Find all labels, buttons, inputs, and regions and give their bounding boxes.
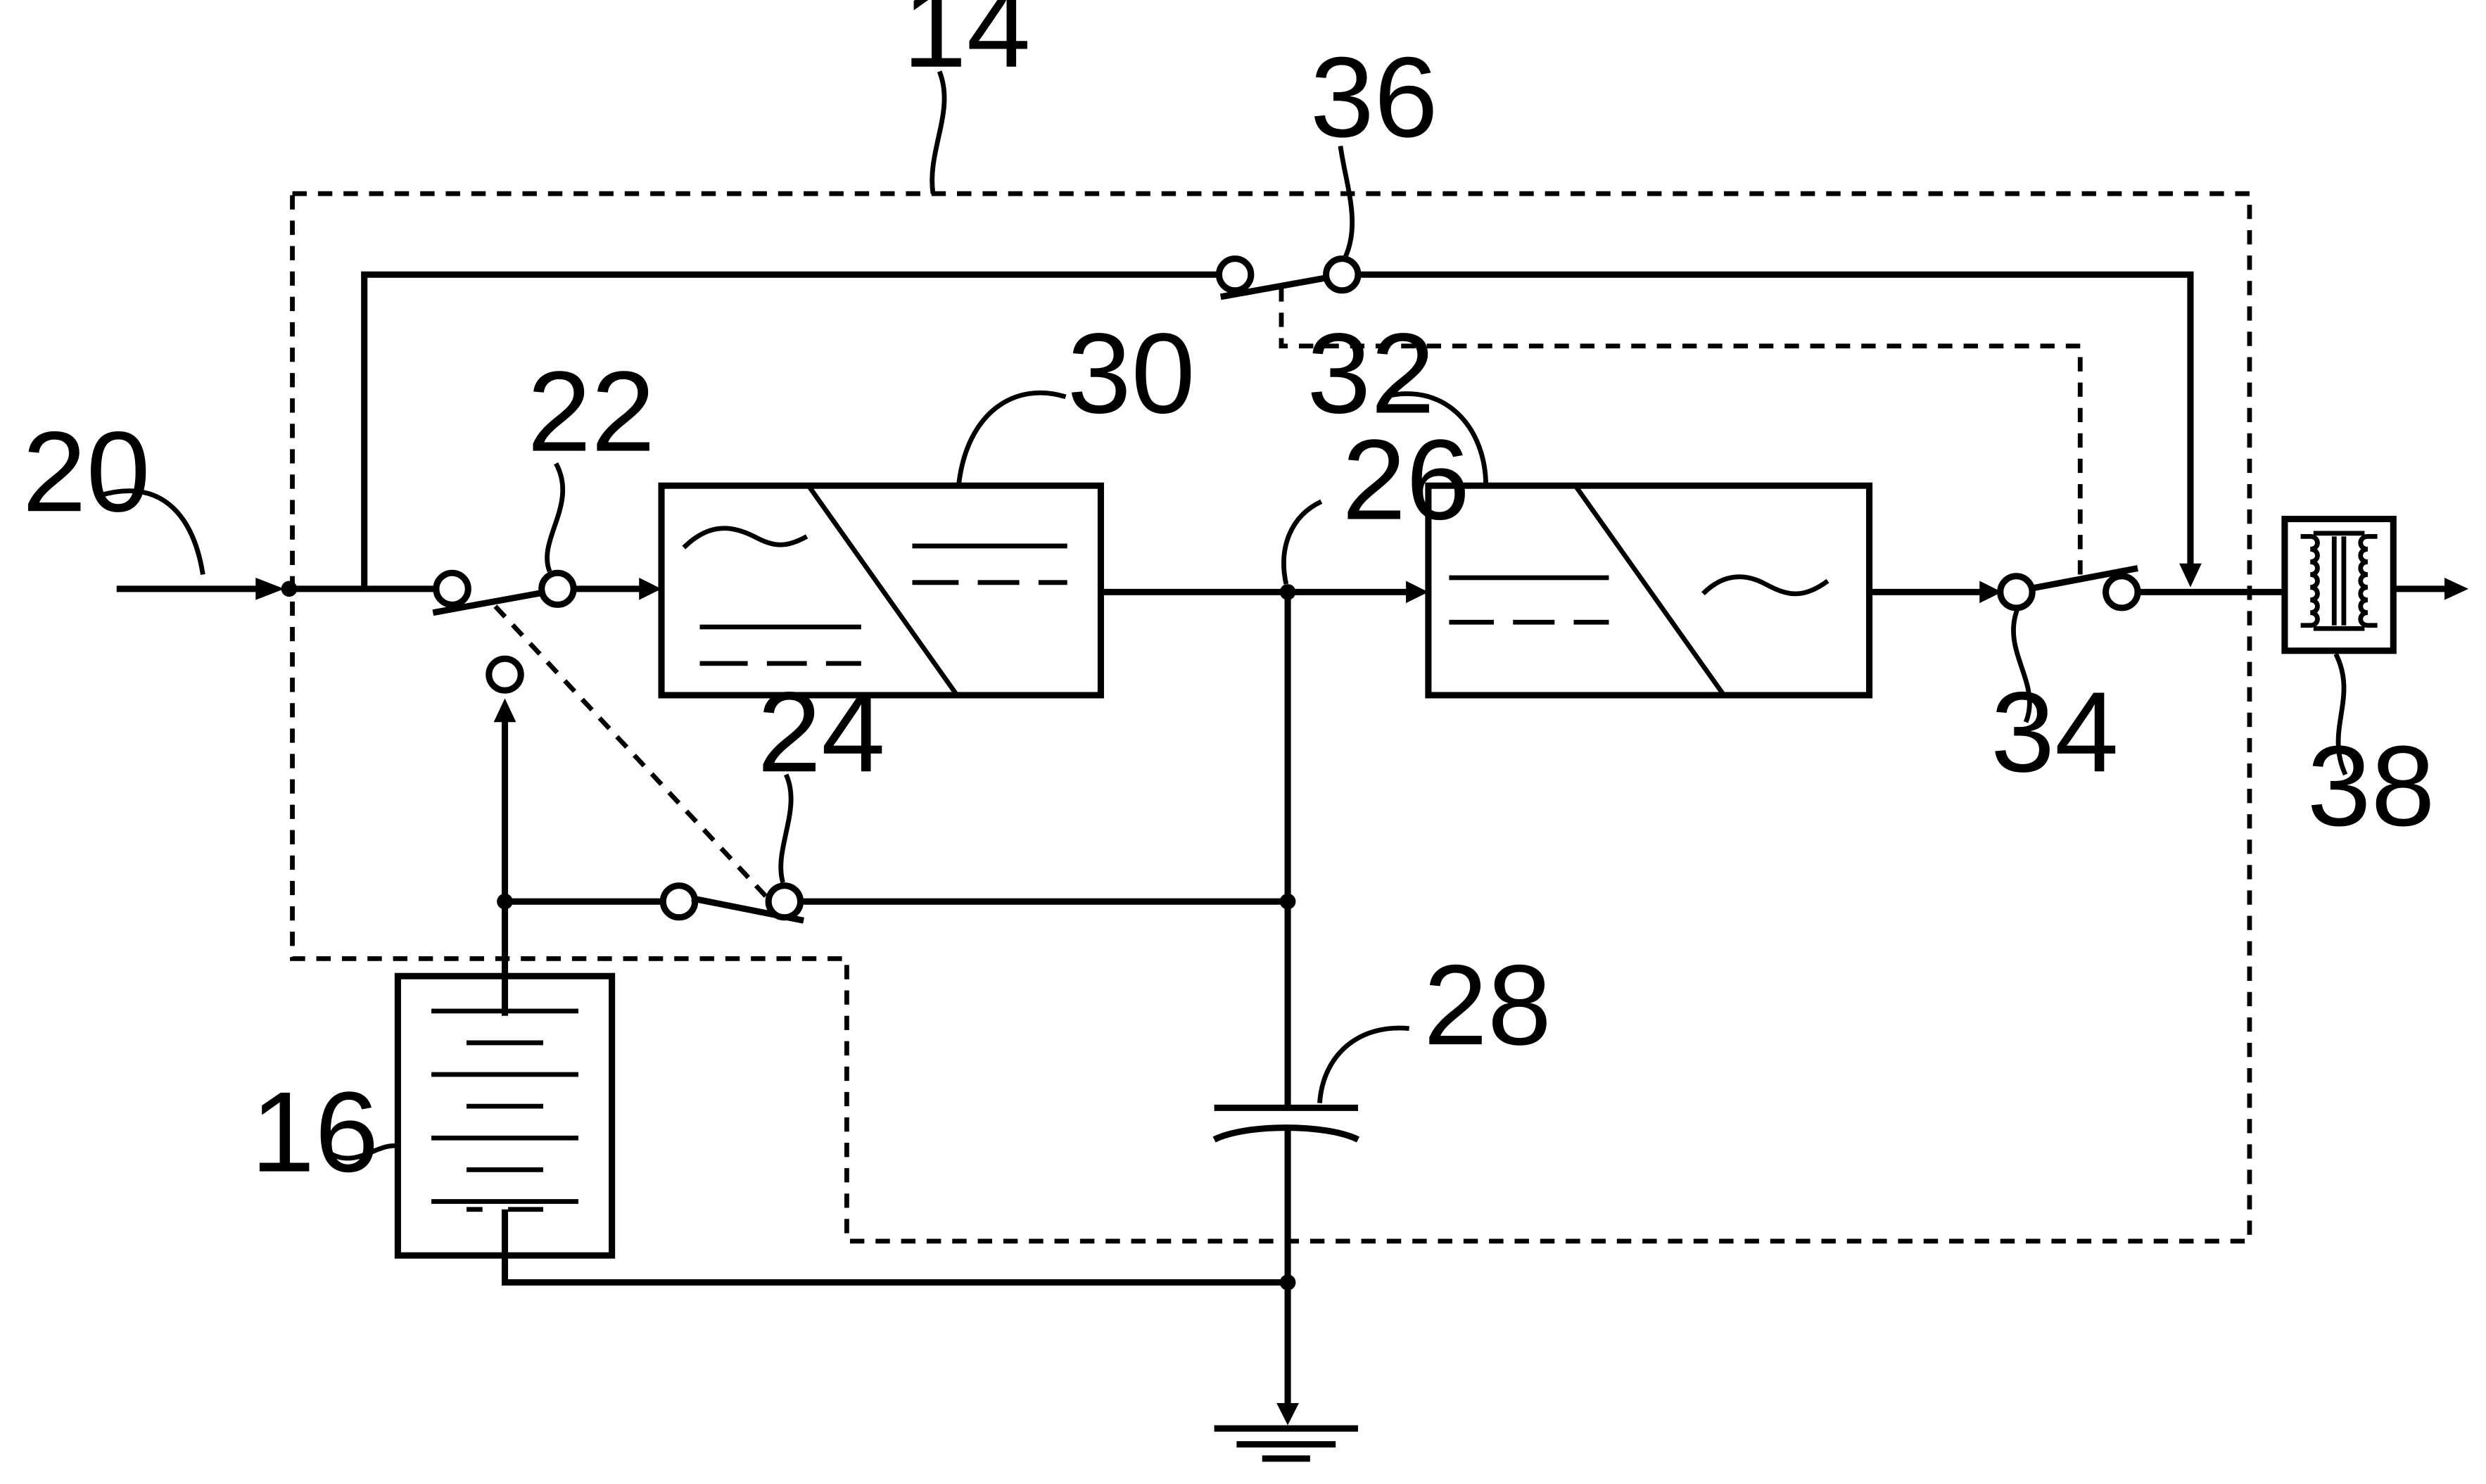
switch-22-terminal-lower[interactable] <box>489 659 521 690</box>
label-30: 30 <box>1067 309 1196 437</box>
label-22: 22 <box>527 347 655 475</box>
rectifier-input-arrow <box>639 578 661 600</box>
final-output-arrow <box>2444 578 2468 600</box>
leader-22 <box>547 464 563 571</box>
inverter-ac-symbol <box>1703 577 1827 594</box>
label-16: 16 <box>250 1067 379 1196</box>
switch-36-terminal-right[interactable] <box>1326 259 1358 291</box>
battery-feed-arrow <box>494 698 516 722</box>
label-28: 28 <box>1423 941 1552 1069</box>
input-arrow <box>255 578 284 600</box>
ground-arrow <box>1276 1403 1299 1426</box>
label-38: 38 <box>2307 721 2435 849</box>
label-34: 34 <box>1991 668 2119 796</box>
label-20: 20 <box>23 407 151 535</box>
leader-30 <box>958 393 1065 486</box>
linkage-22-24 <box>495 607 780 911</box>
switch-36-terminal-left[interactable] <box>1219 259 1250 291</box>
leader-26 <box>1283 502 1321 584</box>
switch-34-terminal-left[interactable] <box>2000 576 2032 608</box>
inverter-input-arrow <box>1406 581 1428 604</box>
switch-24-terminal-right[interactable] <box>768 886 800 918</box>
label-36: 36 <box>1310 32 1438 160</box>
rectifier-ac-symbol <box>684 528 807 547</box>
label-24: 24 <box>757 668 885 796</box>
label-14: 14 <box>903 0 1031 91</box>
leader-28 <box>1319 1028 1409 1103</box>
battery-ground-line <box>505 1210 1288 1283</box>
bypass-arrow <box>2179 564 2202 588</box>
switch-22-terminal-left[interactable] <box>436 573 468 604</box>
inverter-diagonal <box>1575 486 1724 695</box>
transformer-primary-coil <box>2301 536 2318 625</box>
bypass-line-right <box>1358 274 2190 568</box>
label-26: 26 <box>1342 415 1470 543</box>
leader-36 <box>1340 146 1352 258</box>
transformer-secondary-coil <box>2361 536 2378 625</box>
switch-24-terminal-left[interactable] <box>663 886 695 918</box>
switch-22-terminal-right[interactable] <box>542 573 573 604</box>
switch-34-terminal-right[interactable] <box>2106 576 2138 608</box>
